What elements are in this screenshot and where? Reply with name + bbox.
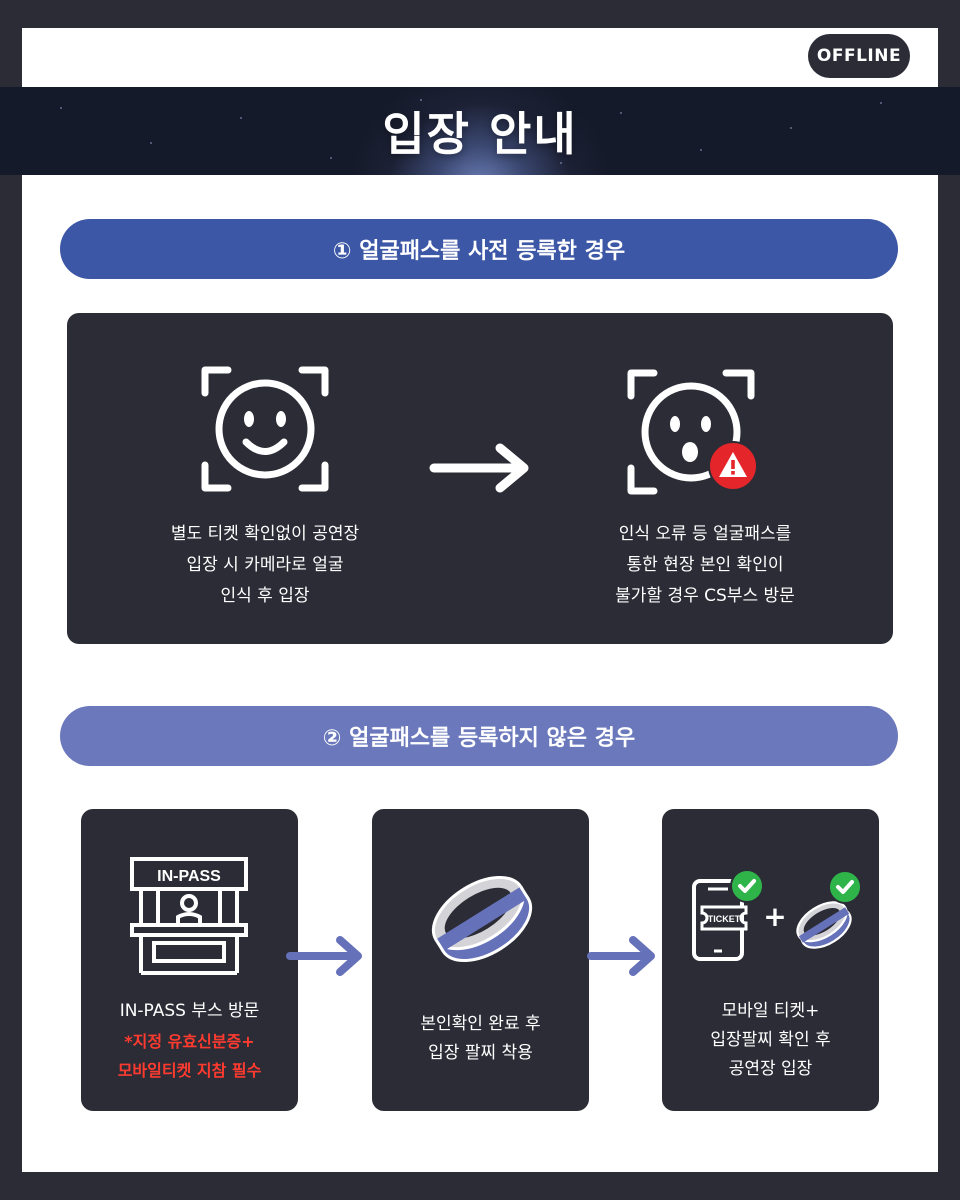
offline-badge: OFFLINE	[808, 34, 910, 78]
mobile-ticket-icon: TICKET	[692, 879, 748, 961]
arrow-right-icon	[286, 936, 362, 976]
title-banner: 입장 안내	[0, 87, 960, 175]
section1-right-text: 인식 오류 등 얼굴패스를 통한 현장 본인 확인이 불가할 경우 CS부스 방…	[615, 524, 795, 606]
arrow-right-icon	[587, 936, 655, 976]
plus-sign: +	[763, 900, 787, 933]
step2-card: 본인확인 완료 후 입장 팔찌 착용	[372, 809, 589, 1111]
section2-heading: ② 얼굴패스를 등록하지 않은 경우	[60, 706, 898, 766]
page-title: 입장 안내	[382, 107, 578, 161]
check-icon	[828, 870, 862, 904]
section1-left-text: 별도 티켓 확인없이 공연장 입장 시 카메라로 얼굴 인식 후 입장	[170, 524, 360, 606]
booth-icon: IN-PASS	[130, 857, 248, 975]
face-error-icon	[627, 369, 755, 495]
step2-text: 본인확인 완료 후 입장 팔찌 착용	[420, 1014, 541, 1063]
booth-sign: IN-PASS	[157, 868, 221, 885]
face-scan-icon	[201, 366, 329, 492]
warning-icon	[708, 441, 758, 491]
step3-text: 모바일 티켓+ 입장팔찌 확인 후 공연장 입장	[710, 1001, 831, 1079]
section1-heading: ① 얼굴패스를 사전 등록한 경우	[60, 219, 898, 279]
step3-card: TICKET + 모바일 티켓+ 입장팔찌 확인 후 공연장 입장	[662, 809, 879, 1111]
step1-card: IN-PASS IN-PASS 부스 방문 *지정 유효신분증+ 모바일티켓 지…	[81, 809, 298, 1111]
check-icon	[730, 869, 764, 903]
ticket-label: TICKET	[708, 914, 741, 924]
arrow-right-icon	[429, 443, 529, 493]
step1-title: IN-PASS 부스 방문	[119, 1001, 260, 1021]
wristband-icon	[796, 901, 852, 949]
step1-note: *지정 유효신분증+ 모바일티켓 지참 필수	[117, 1032, 262, 1080]
wristband-icon	[431, 875, 533, 963]
